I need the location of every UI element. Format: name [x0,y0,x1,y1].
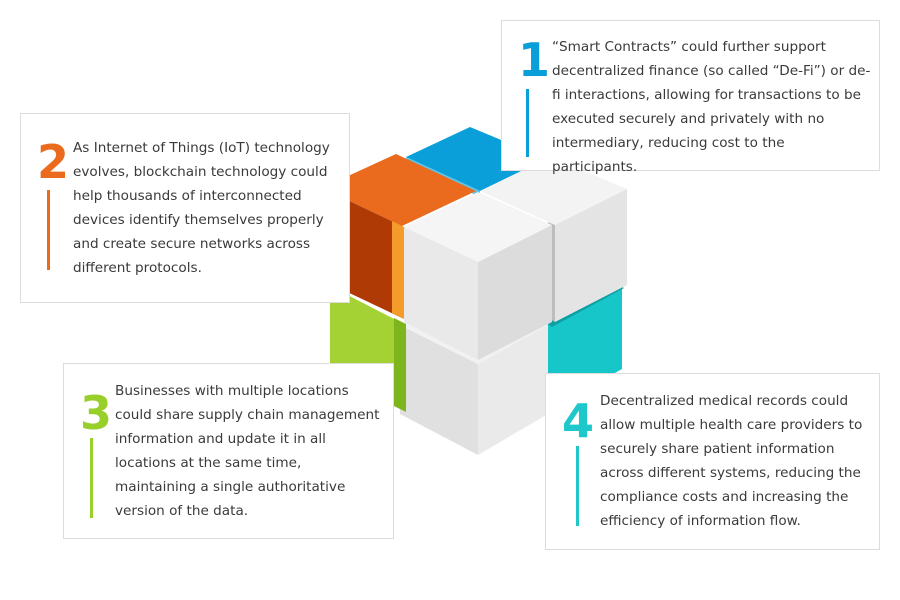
card-3-accent-bar [90,438,93,518]
cube-front-left-face [404,227,478,360]
card-1-number: 1 [518,33,551,87]
cube-orange-edge [392,221,406,320]
card-4-accent-bar [576,446,579,526]
card-1-accent-bar [526,89,529,157]
card-1-text: “Smart Contracts” could further support … [552,39,871,175]
cube-blue-top-face [406,127,547,191]
card-4: 4 Decentralized medical records could al… [545,373,880,550]
cube-right-top-face [480,157,627,225]
cube-bottom-front-left-face [400,325,478,455]
cube-green-edge [394,318,406,412]
card-3: 3 Businesses with multiple locations cou… [63,363,394,539]
card-1: 1 “Smart Contracts” could further suppor… [501,20,880,175]
card-4-text: Decentralized medical records could allo… [600,393,863,529]
card-4-number: 4 [562,394,595,448]
card-3-text: Businesses with multiple locations could… [115,383,380,519]
cube-bottom-front-right-face [478,325,548,455]
card-2-text: As Internet of Things (IoT) technology e… [73,140,330,276]
card-3-number: 3 [80,386,113,440]
cube-orange-top-face [322,154,476,226]
card-2-number: 2 [37,135,70,189]
card-2: 2 As Internet of Things (IoT) technology… [20,113,350,303]
cube-right-front-face [555,189,627,322]
card-2-accent-bar [47,190,50,270]
cube-front-right-face [478,225,552,360]
